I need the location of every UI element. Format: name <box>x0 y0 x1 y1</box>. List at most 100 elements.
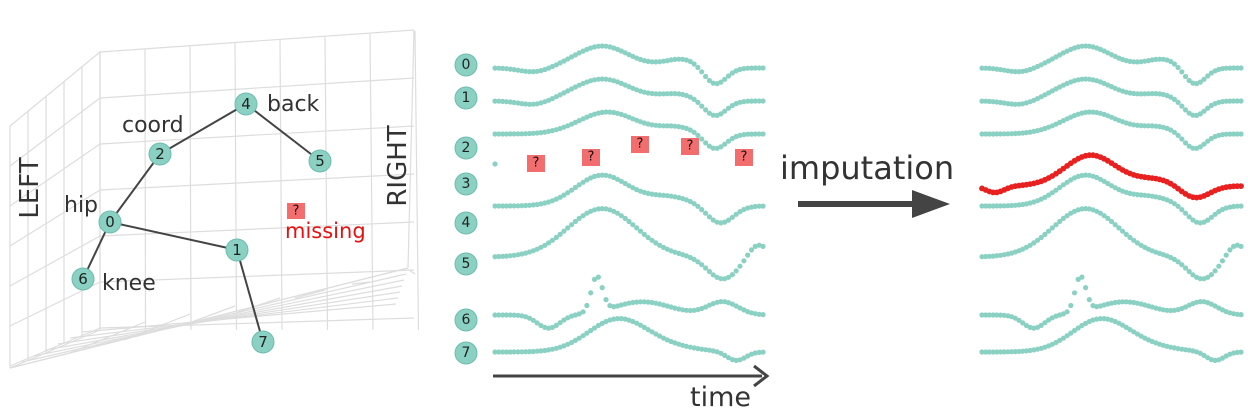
signal-trace-5-point <box>703 265 709 271</box>
completed-trace-1-point <box>1234 98 1240 104</box>
completed-trace-5-point <box>1179 262 1185 268</box>
completed-trace-1-point <box>1227 98 1233 104</box>
completed-trace-0-point <box>1197 79 1203 85</box>
completed-trace-5-point <box>1064 213 1070 219</box>
signal-trace-1-point <box>691 96 697 102</box>
completed-trace-2-point <box>1012 130 1018 137</box>
signal-trace-0-point <box>519 68 525 74</box>
completed-trace-0-point <box>1131 59 1137 65</box>
missing-joint-marker-text: ? <box>293 204 300 219</box>
signal-trace-7-point <box>500 349 506 355</box>
back-joint-label: back <box>267 92 320 117</box>
signal-trace-5-point <box>657 242 663 248</box>
signal-trace-5-point <box>745 252 751 258</box>
signal-trace-6-point <box>618 302 624 308</box>
signal-trace-1-point <box>741 99 747 105</box>
signal-trace-2-point <box>507 131 513 137</box>
signal-trace-5-point <box>591 207 598 213</box>
signal-trace-1-point <box>756 98 762 104</box>
completed-trace-2-point <box>1182 140 1189 146</box>
signal-trace-7-point <box>534 348 540 354</box>
imputed-trace-3-point <box>1238 183 1244 190</box>
completed-trace-5-point <box>1083 206 1089 212</box>
signal-trace-0-point <box>676 56 682 62</box>
signal-trace-2-point <box>745 131 751 137</box>
signal-trace-0-point <box>538 68 544 74</box>
signal-traces <box>492 43 766 363</box>
missing-marker-text: ? <box>741 150 748 165</box>
signal-trace-5-point <box>603 206 609 212</box>
signal-trace-4-point <box>523 202 529 209</box>
completed-trace-0-point <box>1168 58 1174 65</box>
completed-trace-2-point <box>1145 123 1152 129</box>
signal-trace-5-point <box>569 222 575 228</box>
completed-trace-1-point <box>1142 91 1148 97</box>
signal-trace-6-point <box>580 309 586 315</box>
signal-trace-4-point <box>660 192 667 198</box>
signal-trace-5-point <box>496 253 502 260</box>
signal-trace-6-point <box>687 307 693 314</box>
signal-trace-5-point <box>641 231 647 237</box>
completed-trace-5-point <box>1046 228 1052 234</box>
signal-trace-5-point <box>595 206 602 212</box>
signal-trace-5-point <box>752 243 758 249</box>
completed-trace-7-point <box>1020 348 1026 354</box>
signal-trace-4-point <box>672 194 678 200</box>
completed-trace-6-point <box>1064 309 1070 315</box>
completed-trace-1-point <box>1201 108 1207 114</box>
signal-trace-0-point <box>725 73 732 79</box>
signal-trace-5-point <box>572 218 579 225</box>
completed-trace-6-point <box>1020 320 1026 326</box>
signal-trace-5-point <box>683 253 690 259</box>
signal-trace-4-point <box>511 203 517 209</box>
completed-trace-2-point <box>1086 109 1092 115</box>
signal-trace-4-point <box>530 202 536 208</box>
signal-trace-4-point <box>737 209 743 215</box>
signal-trace-7-point <box>657 333 663 339</box>
signal-trace-4-point <box>569 187 575 193</box>
signal-trace-6-point <box>530 317 536 323</box>
signal-trace-0-point <box>591 44 598 50</box>
signal-trace-5-point <box>557 231 563 237</box>
signal-trace-6-point <box>699 305 705 312</box>
signal-trace-7-point <box>645 327 651 333</box>
signal-trace-6-point <box>515 312 521 318</box>
signal-trace-5-point <box>710 272 716 278</box>
signal-trace-7 <box>492 316 766 363</box>
signal-trace-1-point <box>496 98 502 104</box>
signal-trace-2-point <box>752 131 758 137</box>
channel-badge-0 <box>454 53 478 77</box>
signal-trace-1-point <box>710 112 716 118</box>
completed-trace-4-point <box>1179 207 1185 213</box>
signal-trace-5-point <box>549 237 556 243</box>
completed-trace-5-point <box>1049 225 1055 231</box>
completed-trace-7-point <box>1009 349 1015 355</box>
completed-trace-4-point <box>1175 203 1181 209</box>
signal-trace-4-point <box>657 192 663 198</box>
signal-trace-0-point <box>710 80 716 86</box>
signal-trace-1-point <box>538 100 544 106</box>
signal-trace-1-point <box>660 91 667 97</box>
completed-trace-5-point <box>1227 247 1233 253</box>
signal-trace-0-point <box>687 58 693 65</box>
signal-trace-2-point <box>649 122 655 128</box>
signal-trace-2 <box>492 109 766 151</box>
signal-trace-4-point <box>706 214 713 220</box>
signal-trace-4-point <box>496 203 502 209</box>
completed-trace-7-point <box>990 349 996 355</box>
completed-trace-1-point <box>1231 98 1237 104</box>
completed-trace-7-point <box>1075 325 1081 331</box>
completed-trace-5-point <box>1079 206 1085 212</box>
completed-trace-1-point <box>1131 90 1137 97</box>
signal-trace-6-point <box>584 302 590 309</box>
completed-trace-5-point <box>1053 222 1059 228</box>
signal-trace-4-point <box>595 172 602 179</box>
completed-trace-5-point <box>986 253 993 259</box>
signal-trace-5-point <box>645 234 651 241</box>
signal-trace-5-point <box>546 240 552 246</box>
completed-trace-2-point <box>979 131 985 137</box>
signal-trace-2-point <box>645 121 651 127</box>
completed-trace-1-point <box>1190 112 1196 118</box>
signal-trace-6-point <box>511 312 517 318</box>
